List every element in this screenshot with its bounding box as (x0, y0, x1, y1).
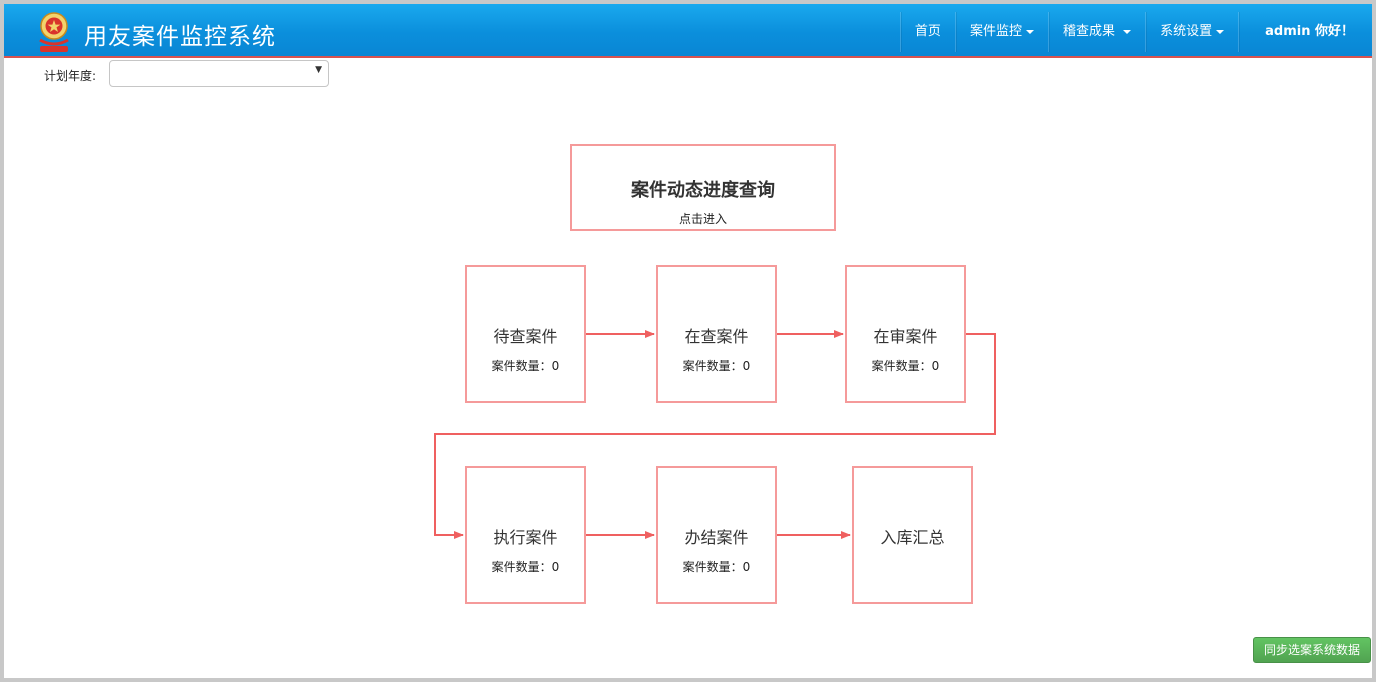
caret-down-icon (1216, 29, 1225, 34)
nav-home-label: 首页 (914, 24, 941, 39)
stage-reviewing-count: 案件数量：0 (871, 359, 940, 373)
nav-inspection-results[interactable]: 稽查成果 (1047, 12, 1145, 52)
top-navbar: 用友案件监控系统 首页 案件监控 稽查成果 系统设置 admin 你好！ (4, 4, 1372, 58)
stage-pending-cases[interactable]: 待查案件 案件数量：0 (465, 265, 586, 403)
nav-inspection-results-label: 稽查成果 (1062, 24, 1115, 39)
stage-executing-title: 执行案件 (493, 528, 558, 547)
nav-case-monitor-label: 案件监控 (969, 24, 1022, 39)
tax-emblem-logo (34, 10, 74, 54)
stage-closed-count: 案件数量：0 (682, 560, 751, 574)
user-greeting-label: admin 你好！ (1265, 24, 1354, 39)
plan-year-label: 计划年度: (44, 69, 97, 83)
caret-down-icon (1025, 29, 1034, 34)
stage-archive-summary[interactable]: 入库汇总 (852, 466, 973, 604)
sync-case-data-button[interactable]: 同步选案系统数据 (1253, 637, 1371, 663)
nav-system-settings[interactable]: 系统设置 (1145, 12, 1238, 52)
nav-user-greeting[interactable]: admin 你好！ (1238, 12, 1372, 52)
case-progress-query-title: 案件动态进度查询 (631, 180, 775, 201)
stage-investigating-cases[interactable]: 在查案件 案件数量：0 (656, 265, 777, 403)
nav-system-settings-label: 系统设置 (1160, 24, 1213, 39)
flow-connectors (434, 330, 996, 539)
stage-closed-cases[interactable]: 办结案件 案件数量：0 (656, 466, 777, 604)
arrow-reviewing-to-executing (434, 333, 996, 539)
app-title: 用友案件监控系统 (84, 24, 276, 50)
stage-executing-count: 案件数量：0 (491, 560, 560, 574)
stage-archive-title: 入库汇总 (880, 528, 945, 547)
case-progress-query-box[interactable]: 案件动态进度查询 点击进入 (570, 144, 836, 231)
stage-executing-cases[interactable]: 执行案件 案件数量：0 (465, 466, 586, 604)
main-nav: 首页 案件监控 稽查成果 系统设置 admin 你好！ (899, 12, 1372, 52)
stage-pending-title: 待查案件 (493, 327, 558, 346)
stage-pending-count: 案件数量：0 (491, 359, 560, 373)
dropdown-arrow-icon: ▼ (315, 65, 322, 75)
stage-closed-title: 办结案件 (684, 528, 749, 547)
stage-reviewing-cases[interactable]: 在审案件 案件数量：0 (845, 265, 966, 403)
case-progress-query-subtitle: 点击进入 (678, 212, 727, 226)
nav-case-monitor[interactable]: 案件监控 (954, 12, 1048, 52)
nav-home[interactable]: 首页 (899, 12, 955, 52)
stage-investigating-count: 案件数量：0 (682, 359, 751, 373)
plan-year-select[interactable]: ▼ (109, 60, 329, 87)
stage-investigating-title: 在查案件 (684, 327, 749, 346)
stage-reviewing-title: 在审案件 (873, 327, 938, 346)
app-frame: 用友案件监控系统 首页 案件监控 稽查成果 系统设置 admin 你好！ 计划年… (4, 4, 1372, 678)
caret-down-icon (1123, 29, 1132, 34)
